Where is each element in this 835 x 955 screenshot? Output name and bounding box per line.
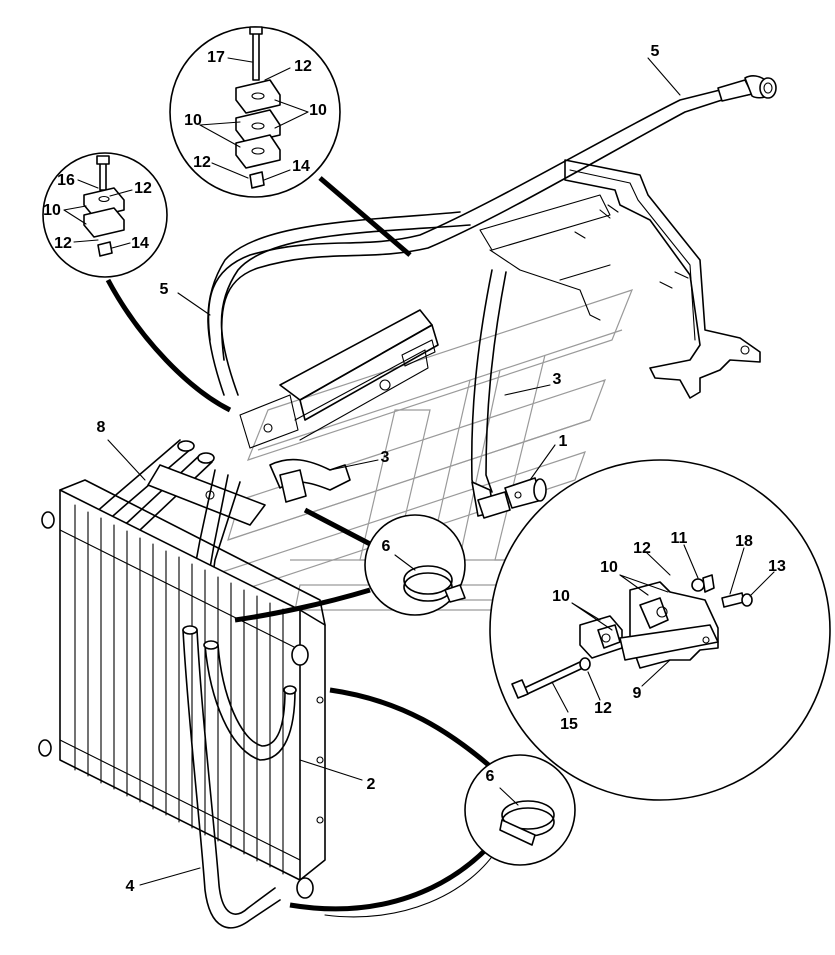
- callout-label-c5b: 5: [160, 281, 169, 298]
- callout-label-c12c: 12: [134, 180, 152, 197]
- callout-label-c10d: 10: [600, 559, 618, 576]
- callout-label-c6b: 6: [486, 768, 495, 785]
- callout-labels: 1233455668910101010101112121212121213141…: [43, 43, 786, 895]
- hose-5: [207, 75, 777, 396]
- callout-label-c2: 2: [367, 776, 376, 793]
- callout-label-c17: 17: [207, 49, 225, 66]
- detail-circle-hose-clamp-b: [464, 754, 576, 866]
- callout-label-c12b: 12: [193, 154, 211, 171]
- mounting-frame: [479, 159, 761, 399]
- callout-label-c12d: 12: [54, 235, 72, 252]
- hose-3-right: [470, 269, 511, 519]
- callout-label-c3b: 3: [381, 449, 390, 466]
- detail-circle-clamp-stack-b: [42, 152, 168, 278]
- callout-label-c3a: 3: [553, 371, 562, 388]
- hose-2: [203, 640, 297, 761]
- callout-label-c13: 13: [768, 558, 786, 575]
- fitting-1: [504, 477, 547, 509]
- detail-circle-bracket-assembly: [489, 459, 831, 801]
- detail-connectors: [105, 176, 502, 918]
- callout-label-c16: 16: [57, 172, 75, 189]
- callout-label-c1: 1: [559, 433, 568, 450]
- callout-label-c12a: 12: [294, 58, 312, 75]
- callout-label-c14a: 14: [292, 158, 310, 175]
- callout-label-c10a: 10: [184, 112, 202, 129]
- callout-label-c5a: 5: [651, 43, 660, 60]
- callout-label-c12f: 12: [594, 700, 612, 717]
- callout-label-c10e: 10: [552, 588, 570, 605]
- callout-label-c15: 15: [560, 716, 578, 733]
- callout-label-c4: 4: [126, 878, 135, 895]
- hose-4: [182, 625, 281, 929]
- tube-support-bar: [239, 309, 439, 449]
- callout-label-c12e: 12: [633, 540, 651, 557]
- callout-label-c8: 8: [97, 419, 106, 436]
- callout-label-c18: 18: [735, 533, 753, 550]
- callout-label-c10b: 10: [309, 102, 327, 119]
- callout-label-c10c: 10: [43, 202, 61, 219]
- detail-circle-clamp-stack-a: [169, 26, 341, 198]
- radiator: [38, 479, 326, 899]
- callout-label-c6a: 6: [382, 538, 391, 555]
- callout-label-c9: 9: [633, 685, 642, 702]
- detail-circle-hose-clamp-a: [364, 514, 466, 616]
- hose-3-left: [269, 458, 351, 503]
- callout-label-c11: 11: [671, 530, 688, 547]
- callout-label-c14b: 14: [131, 235, 149, 252]
- leader-lines: [107, 57, 681, 886]
